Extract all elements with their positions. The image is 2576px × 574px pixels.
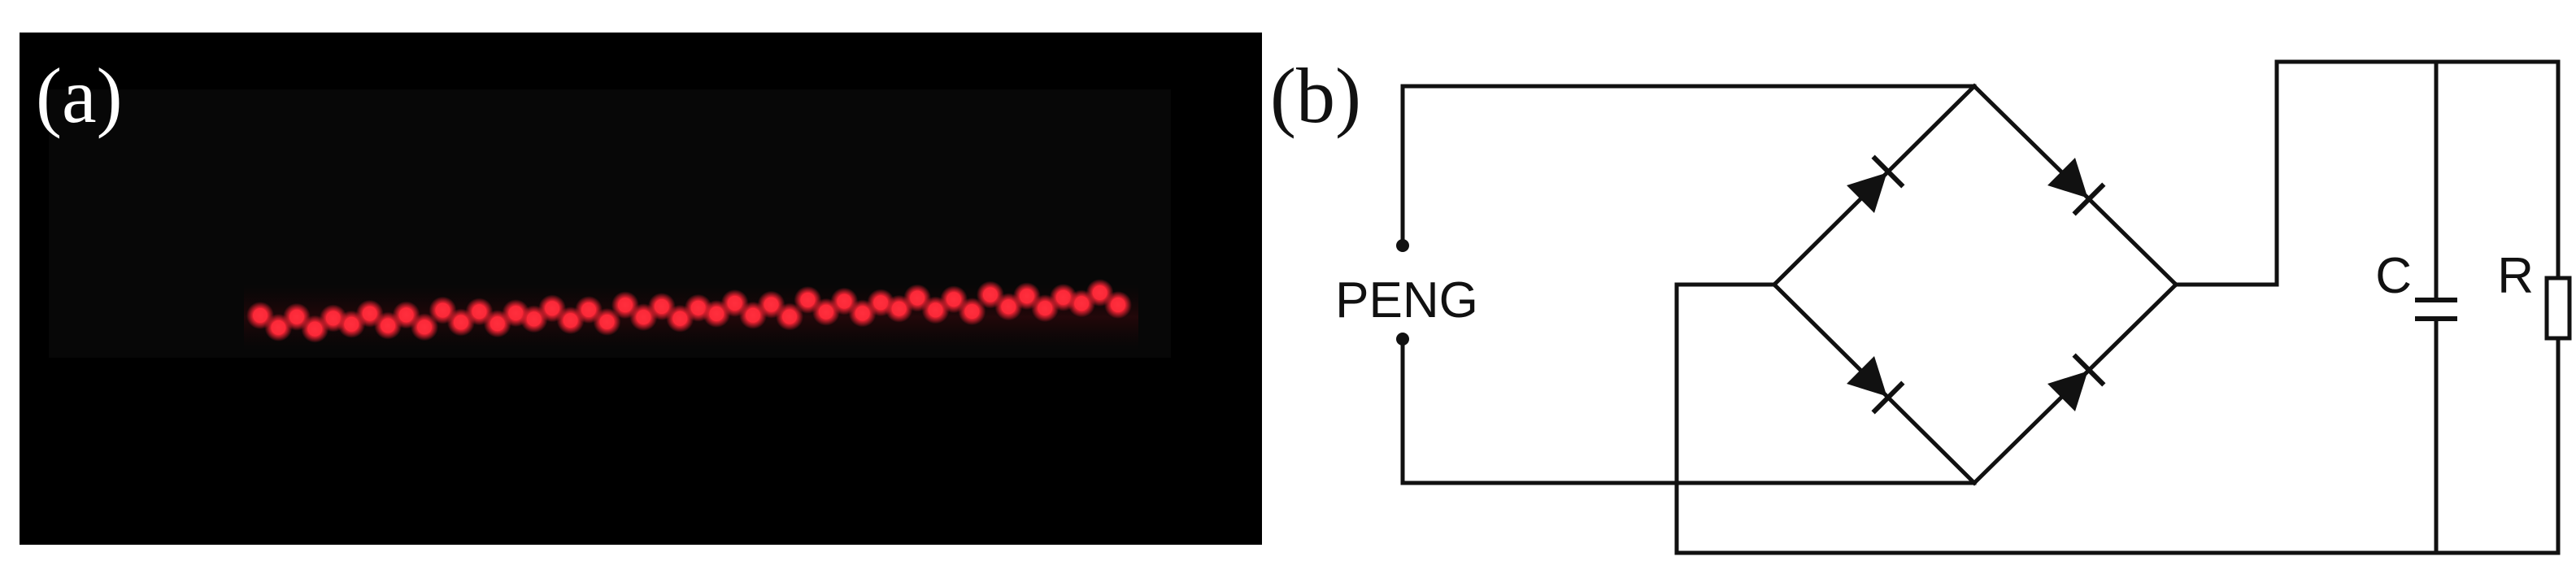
led-dot: [307, 321, 323, 337]
led-dot: [289, 309, 304, 324]
led-dot: [545, 301, 560, 316]
led-dot: [381, 318, 396, 333]
led-dot: [690, 300, 706, 315]
diode-upper-left: [1847, 154, 1905, 213]
led-dot: [1038, 301, 1053, 316]
led-dot: [1019, 289, 1034, 304]
led-dot: [891, 301, 907, 316]
led-strip: [246, 279, 1132, 343]
led-dot: [325, 311, 341, 326]
led-dot: [964, 304, 980, 320]
led-dot: [727, 295, 742, 311]
peng-label: PENG: [1335, 272, 1478, 328]
panel-a-label: (a): [36, 52, 123, 139]
led-dot: [636, 310, 651, 325]
diode-upper-right: [2047, 158, 2106, 216]
led-dot: [271, 320, 286, 335]
led-dot: [472, 304, 487, 320]
led-dot: [453, 315, 468, 330]
resistor-body: [2544, 276, 2572, 341]
capacitor-label: C: [2375, 248, 2412, 304]
resistor: R: [2497, 59, 2572, 555]
peng-terminal-bottom: [1396, 333, 1409, 346]
led-dot: [818, 304, 833, 320]
panel-b: (b) PENG: [1270, 52, 2572, 555]
led-dot: [672, 311, 688, 326]
led-dot: [563, 313, 578, 328]
led-dot: [253, 308, 268, 323]
led-dot: [910, 290, 925, 306]
led-dot: [417, 320, 432, 335]
wire-negative-rail: [1674, 282, 2561, 555]
led-dot: [873, 295, 889, 311]
led-dot: [946, 292, 961, 307]
led-dot: [1001, 299, 1016, 315]
diode-lower-left: [1847, 356, 1905, 415]
led-dot: [617, 298, 633, 313]
led-dot: [709, 307, 724, 321]
capacitor: C: [2375, 59, 2457, 555]
panel-b-label: (b): [1270, 52, 1361, 139]
led-dot: [928, 302, 943, 318]
peng-terminal-top: [1396, 239, 1409, 252]
led-dot: [982, 287, 998, 302]
led-dot: [800, 292, 816, 307]
led-dot: [1074, 296, 1090, 311]
wire-peng-bottom: [1400, 337, 1977, 485]
led-dot: [746, 307, 761, 323]
led-dot: [398, 307, 414, 323]
led-dot: [1111, 298, 1125, 312]
wire-peng-top: [1400, 84, 1977, 248]
led-dot: [654, 299, 669, 314]
led-dot: [490, 316, 505, 332]
led-dot: [344, 316, 359, 332]
led-dot: [1092, 285, 1107, 301]
led-dot: [435, 302, 450, 318]
led-dot: [855, 306, 870, 321]
led-dot: [599, 314, 615, 329]
resistor-label: R: [2497, 248, 2534, 304]
output-wiring: [1674, 59, 2561, 555]
led-dot: [837, 294, 852, 309]
led-dot: [1055, 289, 1071, 305]
peng-source: PENG: [1335, 84, 1977, 485]
led-dot: [581, 302, 596, 317]
diode-lower-right: [2047, 353, 2106, 411]
led-dot: [782, 309, 797, 324]
led-dot: [362, 306, 377, 321]
bridge-rectifier: [1771, 83, 2179, 486]
led-dot: [526, 311, 542, 327]
led-dot: [764, 297, 779, 312]
led-dot: [508, 306, 524, 321]
wire-positive-rail: [2174, 59, 2561, 287]
panel-a: (a): [20, 33, 1262, 545]
